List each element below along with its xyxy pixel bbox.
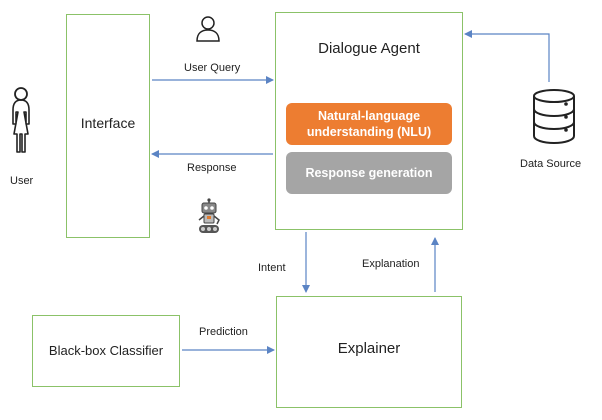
database-icon — [533, 89, 575, 144]
explainer-title: Explainer — [337, 340, 401, 357]
dialogue-agent-title: Dialogue Agent — [318, 40, 420, 57]
person-bust-icon — [196, 16, 220, 42]
black-box-classifier-title: Black-box Classifier — [48, 343, 164, 358]
interface-box: Interface — [66, 14, 150, 238]
user-label: User — [10, 175, 34, 187]
response-generation-block: Response generation — [286, 152, 452, 194]
data-source-arrow — [464, 30, 550, 82]
black-box-classifier-box: Black-box Classifier — [32, 315, 180, 387]
user-query-label: User Query — [184, 62, 241, 74]
response-label: Response — [187, 162, 237, 174]
prediction-label: Prediction — [199, 326, 248, 338]
nlu-block: Natural-language understanding (NLU) — [286, 103, 452, 145]
robot-icon — [198, 198, 220, 233]
explainer-box: Explainer — [276, 296, 462, 408]
interface-title: Interface — [80, 115, 136, 131]
intent-label: Intent — [258, 262, 286, 274]
data-source-label: Data Source — [520, 158, 582, 170]
explanation-label: Explanation — [362, 258, 420, 270]
person-standing-icon — [12, 87, 30, 153]
